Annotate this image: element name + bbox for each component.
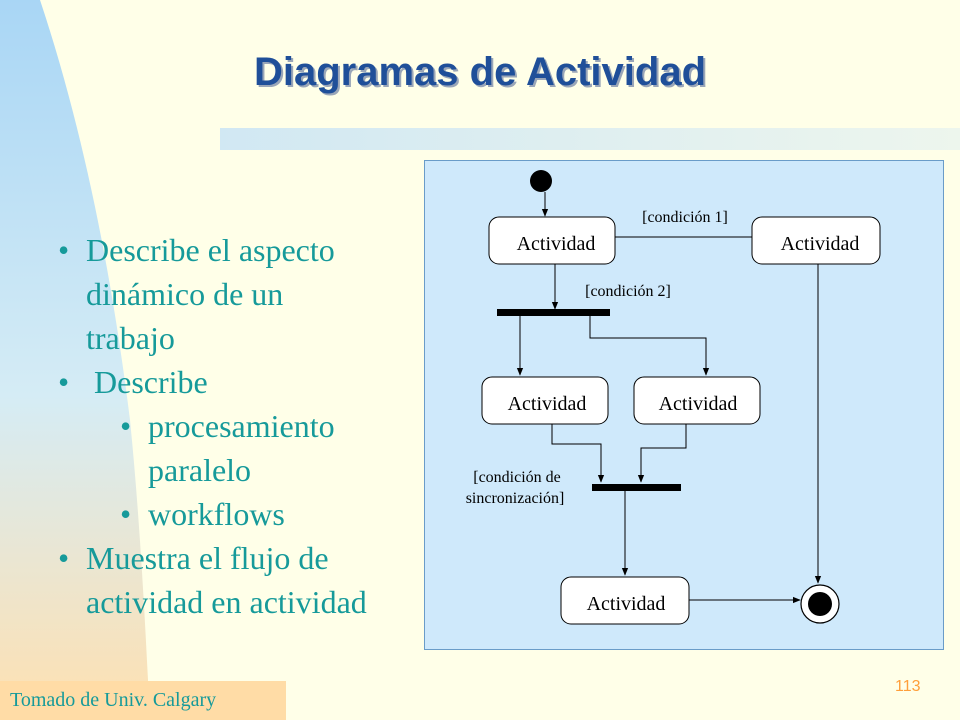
- bullet-item-dynamic: • Describe el aspecto dinámico de un tra…: [58, 228, 438, 360]
- sync-condition-label-line2: sincronización]: [466, 490, 565, 507]
- condition-1-label: [condición 1]: [642, 209, 728, 226]
- flow-to-join-right: [637, 424, 687, 483]
- subbullet-text-line: procesamiento: [148, 408, 335, 444]
- bullet-list: • Describe el aspecto dinámico de un tra…: [58, 228, 438, 624]
- bullet-dot: •: [58, 364, 70, 400]
- activity-node-3: [481, 376, 609, 425]
- bullet-text-line: trabajo: [86, 320, 175, 356]
- bullet-item-describe: • Describe: [58, 360, 438, 404]
- page-title: Diagramas de Actividad: [253, 50, 706, 94]
- initial-node: [530, 170, 552, 192]
- condition-2-label: [condición 2]: [585, 283, 671, 300]
- bullet-text-line: Describe el aspecto: [86, 232, 335, 268]
- fork-bar: [497, 309, 610, 316]
- sync-condition-label-line1: [condición de: [473, 469, 561, 486]
- subbullet-dot: •: [120, 496, 132, 532]
- subbullet-item-workflows: • workflows: [58, 492, 438, 536]
- activity-node-4-label: Actividad: [659, 393, 738, 415]
- flow-to-join-left: [551, 424, 605, 483]
- bullet-text-line: dinámico de un: [86, 276, 284, 312]
- activity-node-1-label: Actividad: [517, 233, 596, 255]
- activity-node-2-label: Actividad: [781, 233, 860, 255]
- final-node-inner: [808, 592, 832, 616]
- activity-node-3-label: Actividad: [508, 393, 587, 415]
- flow-fork-right: [589, 316, 710, 376]
- bullet-text-line: actividad en actividad: [86, 584, 367, 620]
- bullet-dot: •: [58, 232, 70, 268]
- subbullet-item-parallel: • procesamiento paralelo: [58, 404, 438, 492]
- activity-node-4: [633, 376, 761, 425]
- bullet-dot: •: [58, 540, 70, 576]
- subbullet-text-line: workflows: [148, 496, 285, 532]
- subbullet-text-line: paralelo: [148, 452, 252, 488]
- bullet-item-flow: • Muestra el flujo de actividad en activ…: [58, 536, 438, 624]
- page-number: 113: [895, 678, 921, 695]
- activity-node-1: [488, 216, 616, 265]
- activity-node-5-label: Actividad: [587, 593, 666, 615]
- subbullet-dot: •: [120, 408, 132, 444]
- bullet-text-line: Describe: [94, 364, 208, 400]
- activity-diagram: Actividad Actividad [condición 1] [condi…: [466, 170, 881, 625]
- activity-node-2: [751, 216, 881, 265]
- join-bar: [592, 484, 681, 491]
- source-credit: Tomado de Univ. Calgary: [0, 681, 286, 720]
- bullet-text-line: Muestra el flujo de: [86, 540, 329, 576]
